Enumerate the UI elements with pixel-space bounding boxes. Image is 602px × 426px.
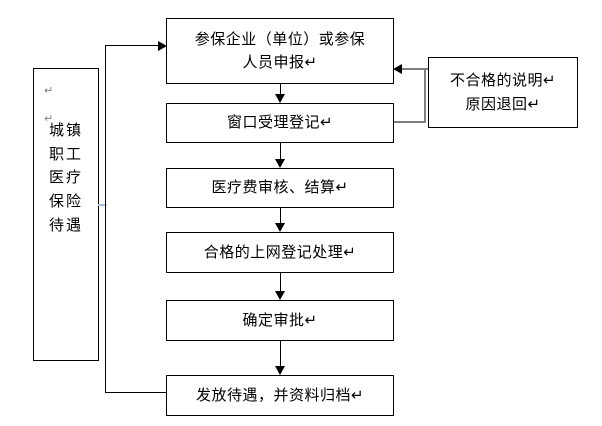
node-approve-label: 确定审批↵ (242, 310, 318, 329)
edge-accept-audit-arrowhead (275, 159, 285, 168)
title-box-label: 城镇 职工 医疗 保险 待遇 (48, 121, 83, 234)
node-accept: 窗口受理登记↵ (166, 103, 394, 143)
edge-audit-online-line (280, 208, 281, 224)
edge-approve-issue-line (280, 341, 281, 367)
node-apply-label: 参保企业（单位）或参保 人员申报↵ (194, 29, 366, 71)
node-online: 合格的上网登记处理↵ (166, 232, 394, 273)
title-box-pilcrows: ↵ ↵ (44, 84, 54, 125)
node-audit: 医疗费审核、结算↵ (166, 168, 394, 208)
node-accept-label: 窗口受理登记↵ (226, 113, 334, 132)
edge-title-to-issue-horizontal (105, 392, 167, 393)
node-reject: 不合格的说明↵ 原因退回↵ (428, 57, 578, 128)
edge-online-approve-line (280, 273, 281, 292)
edge-title-to-apply-arrowhead (158, 41, 167, 51)
edge-accept-to-reject-horizontal (394, 121, 426, 123)
edge-title-to-apply-horizontal (105, 45, 160, 46)
title-box: ↵ ↵ 城镇 职工 医疗 保险 待遇 (33, 68, 99, 361)
edge-title-spine-stub (98, 204, 107, 206)
edge-reject-to-apply-horizontal (402, 68, 428, 70)
node-approve: 确定审批↵ (166, 300, 394, 341)
node-reject-label: 不合格的说明↵ 原因退回↵ (449, 71, 557, 113)
edge-accept-audit-line (280, 143, 281, 160)
edge-accept-to-reject-vertical (424, 68, 426, 123)
node-online-label: 合格的上网登记处理↵ (203, 242, 357, 261)
node-issue-label: 发放待遇，并资料归档↵ (195, 385, 365, 404)
edge-apply-accept-arrowhead (275, 94, 285, 103)
edge-apply-accept-line (280, 84, 281, 96)
node-issue: 发放待遇，并资料归档↵ (166, 375, 394, 416)
edge-approve-issue-arrowhead (275, 366, 285, 375)
edge-online-approve-arrowhead (275, 291, 285, 300)
node-audit-label: 医疗费审核、结算↵ (211, 178, 349, 197)
edge-reject-to-apply-arrowhead (393, 64, 402, 74)
node-apply: 参保企业（单位）或参保 人员申报↵ (166, 18, 394, 84)
edge-spine-vertical (105, 45, 106, 393)
edge-audit-online-arrowhead (275, 223, 285, 232)
